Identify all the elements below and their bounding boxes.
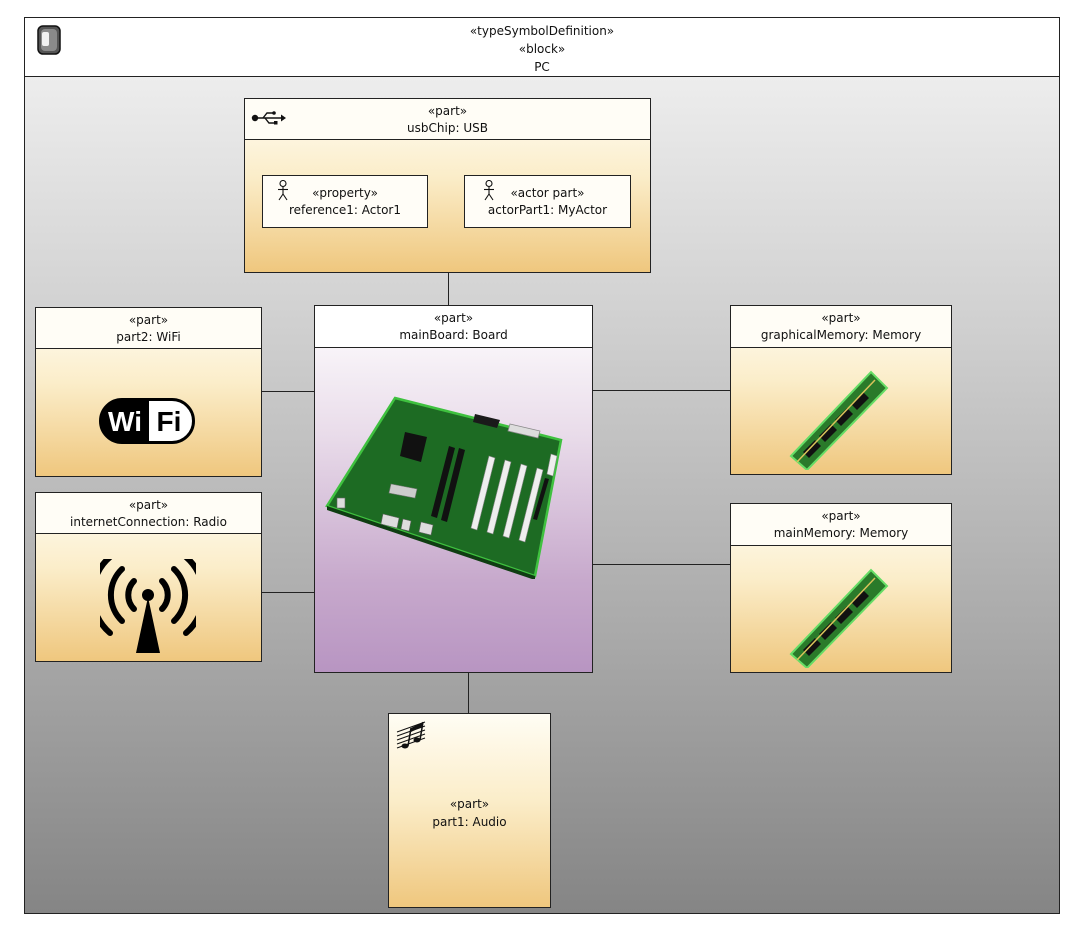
actor-part-stereotype: «actor part» [510, 186, 585, 200]
frame-stereotype-1: «typeSymbolDefinition» [469, 24, 615, 38]
wifi-logo-left: Wi [108, 406, 142, 437]
wifi-name: part2: WiFi [116, 330, 181, 344]
motherboard-image [325, 396, 563, 579]
radio-stereotype: «part» [128, 498, 169, 512]
wifi-part[interactable]: «part» part2: WiFi Wi Fi [35, 307, 262, 477]
main-board-part[interactable]: «part» mainBoard: Board [314, 305, 593, 673]
usb-chip-name: usbChip: USB [407, 121, 488, 135]
main-memory-name: mainMemory: Memory [773, 526, 909, 540]
graphical-memory-part[interactable]: «part» graphicalMemory: Memory [730, 305, 952, 475]
radio-header: «part» internetConnection: Radio [36, 493, 261, 534]
audio-label: «part» part1: Audio [389, 795, 550, 831]
usb-chip-part[interactable]: «part» usbChip: USB «property» reference… [244, 98, 651, 273]
main-board-stereotype: «part» [433, 311, 474, 325]
wifi-stereotype: «part» [128, 313, 169, 327]
actor-icon [278, 180, 288, 201]
main-memory-part[interactable]: «part» mainMemory: Memory [730, 503, 952, 673]
music-notes-icon [396, 721, 426, 749]
ram-module-image [789, 568, 889, 668]
radio-name: internetConnection: Radio [70, 515, 227, 529]
graphical-memory-stereotype: «part» [821, 311, 861, 325]
actor-part-name: actorPart1: MyActor [487, 203, 608, 217]
main-memory-stereotype: «part» [821, 509, 861, 523]
connector-board-graphical-memory[interactable] [591, 390, 731, 391]
usb-chip-stereotype: «part» [427, 104, 468, 118]
usb-icon [251, 111, 286, 125]
connector-wifi-board[interactable] [261, 391, 315, 392]
graphical-memory-header: «part» graphicalMemory: Memory [731, 306, 951, 348]
audio-name: part1: Audio [432, 815, 507, 829]
reference-property[interactable]: «property» reference1: Actor1 [262, 175, 428, 228]
antenna-icon [100, 559, 196, 653]
wifi-header: «part» part2: WiFi [36, 308, 261, 349]
main-memory-header: «part» mainMemory: Memory [731, 504, 951, 546]
connector-board-audio[interactable] [468, 672, 469, 714]
radio-part[interactable]: «part» internetConnection: Radio [35, 492, 262, 662]
ram-module-image [789, 370, 889, 470]
reference-stereotype: «property» [312, 186, 378, 200]
wifi-logo: Wi Fi [99, 398, 195, 444]
audio-stereotype: «part» [449, 797, 490, 811]
pc-block-header: «typeSymbolDefinition» «block» PC [25, 18, 1059, 77]
actor-part[interactable]: «actor part» actorPart1: MyActor [464, 175, 631, 228]
main-board-header: «part» mainBoard: Board [315, 306, 592, 348]
frame-name: PC [534, 60, 550, 74]
actor-icon [484, 180, 494, 201]
reference-name: reference1: Actor1 [288, 203, 401, 217]
usb-chip-header: «part» usbChip: USB [245, 99, 650, 140]
connector-board-main-memory[interactable] [591, 564, 731, 565]
wifi-logo-right: Fi [157, 406, 182, 437]
frame-stereotype-2: «block» [518, 42, 566, 56]
graphical-memory-name: graphicalMemory: Memory [760, 328, 922, 342]
speaker-icon [37, 25, 61, 55]
main-board-name: mainBoard: Board [399, 328, 508, 342]
audio-part[interactable]: «part» part1: Audio [388, 713, 551, 908]
connector-usb-board[interactable] [448, 272, 449, 306]
connector-radio-board[interactable] [261, 592, 315, 593]
